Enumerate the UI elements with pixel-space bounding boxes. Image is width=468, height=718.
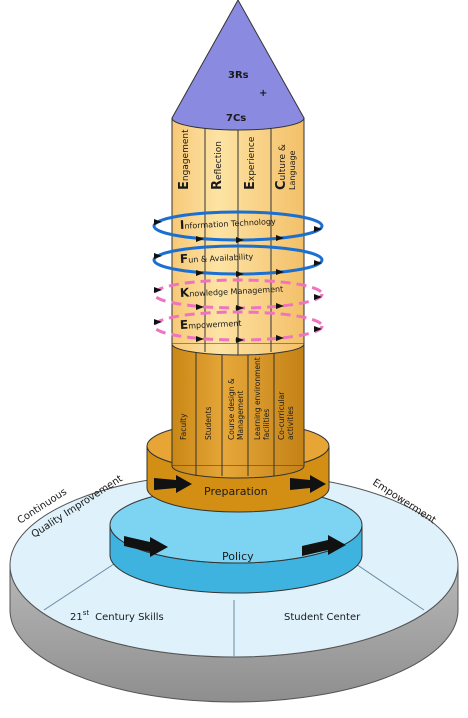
lower-column-label: Learning environment /: [253, 352, 262, 440]
cone-3rs-label: 3Rs: [228, 70, 249, 81]
policy-arrow-right: [302, 535, 346, 556]
ring-arrow: [236, 337, 244, 343]
ring-arrow: [154, 319, 162, 325]
lower-column-label: Faculty: [179, 413, 188, 440]
cone-plus-label: +: [259, 88, 267, 99]
ring-arrow: [236, 237, 244, 243]
base-divider: [43, 559, 121, 611]
upper-column-label: Culture &: [274, 144, 289, 190]
ring-arrow: [276, 269, 284, 275]
lower-column-label: Co-curricular: [277, 391, 286, 440]
ring: Empowerment: [152, 310, 324, 343]
ring-arrow: [314, 294, 322, 300]
lower-column-label-line2: Management: [236, 391, 245, 440]
preparation-arrow-right: [290, 475, 326, 493]
ring-arrow: [196, 304, 204, 310]
ring-arrow: [154, 287, 162, 293]
ring-arrow: [196, 270, 204, 276]
lower-column-bottom-curve: [171, 465, 305, 479]
ring-arrow: [314, 326, 322, 332]
ring-arrow: [314, 260, 322, 266]
ring-arrow: [314, 226, 322, 232]
lower-column-label-line2: facilities: [262, 409, 271, 440]
policy-arrow-left: [124, 536, 168, 557]
ring-arrow: [276, 303, 284, 309]
preparation-label: Preparation: [204, 485, 268, 498]
ring-arrow: [196, 236, 204, 242]
lower-column-body: [171, 339, 305, 467]
lower-column-label-line2: activities: [286, 406, 295, 440]
base-divider: [349, 559, 425, 611]
upper-column-labels: Engagement Reflection Experience Culture &L…: [177, 129, 297, 190]
ring-arrow: [196, 336, 204, 342]
preparation-arrow-left: [154, 475, 192, 493]
base-student-center-label: Student Center: [284, 612, 361, 623]
ring-arrow: [154, 219, 162, 225]
upper-column-label: Reflection: [210, 141, 225, 190]
lower-column-label: Students: [204, 406, 213, 440]
ring-arrow: [236, 271, 244, 277]
lower-column-label: Course design &: [227, 378, 236, 440]
ring-arrow: [276, 335, 284, 341]
ring-arrow: [236, 305, 244, 311]
cone-shape: [171, 0, 305, 131]
policy-label: Policy: [222, 550, 254, 563]
ring-label: Fun & Availability: [180, 248, 254, 266]
cone-7cs-label: 7Cs: [226, 113, 246, 124]
upper-column-label: Experience: [243, 136, 258, 190]
upper-column-label: Engagement: [177, 129, 192, 190]
upper-column-label-line2: Language: [288, 150, 297, 190]
lower-column: Faculty Students Course design &Management…: [171, 339, 305, 479]
ring-label: Empowerment: [180, 315, 242, 332]
cone: 3Rs + 7Cs: [171, 0, 305, 131]
ring-arrow: [154, 253, 162, 259]
lower-column-dividers: Faculty Students Course design &Management…: [179, 344, 295, 476]
ring-arrow: [276, 235, 284, 241]
ring: Fun & Availability: [152, 244, 324, 277]
